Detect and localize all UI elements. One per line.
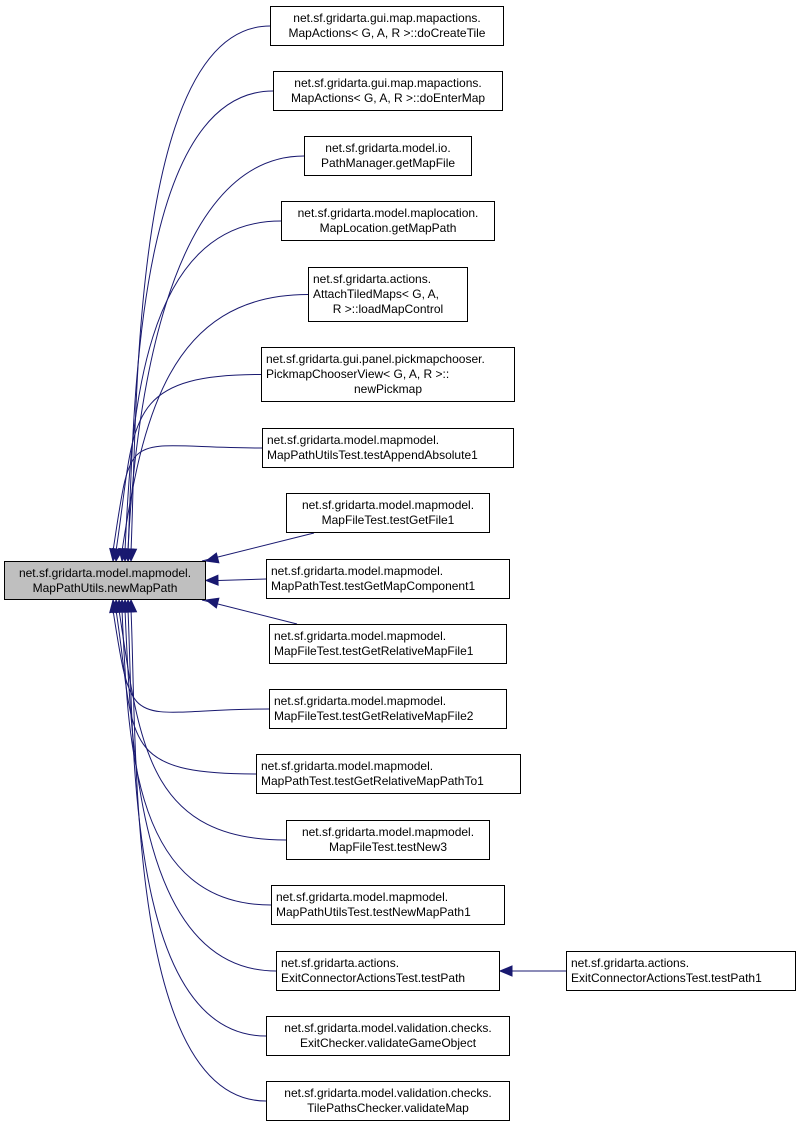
node-line: MapPathUtilsTest.testNewMapPath1 (276, 905, 471, 919)
edge-n5-to-focus (121, 294, 309, 552)
edge-n13-to-focus (118, 609, 287, 841)
caller-node-testPath1[interactable]: net.sf.gridarta.actions. ExitConnectorAc… (566, 951, 796, 991)
caller-node-validateGameObject[interactable]: net.sf.gridarta.model.validation.checks.… (266, 1016, 510, 1056)
node-line: MapPathTest.testGetRelativeMapPathTo1 (261, 774, 484, 788)
node-line: net.sf.gridarta.model.mapmodel. (301, 498, 475, 512)
node-line: net.sf.gridarta.model.mapmodel. (18, 565, 192, 580)
focus-node-newMapPath: net.sf.gridarta.model.mapmodel. MapPathU… (4, 561, 206, 600)
node-line: MapActions< G, A, R >::doEnterMap (290, 91, 486, 105)
node-line: PickmapChooserView< G, A, R >:: (266, 367, 450, 381)
edge-n7-to-focus (112, 445, 263, 552)
node-line: net.sf.gridarta.model.mapmodel. (261, 759, 434, 773)
node-line: ExitConnectorActionsTest.testPath (281, 971, 466, 985)
node-line: MapPathUtils.newMapPath (32, 580, 178, 595)
arrowhead-n7-to-focus (109, 547, 121, 563)
caller-node-testNew3[interactable]: net.sf.gridarta.model.mapmodel. MapFileT… (286, 820, 490, 860)
node-line: MapFileTest.testNew3 (328, 840, 448, 854)
node-line: net.sf.gridarta.actions. (313, 272, 432, 286)
edge-n8-to-focus (201, 532, 315, 562)
caller-node-testNewMapPath1[interactable]: net.sf.gridarta.model.mapmodel. MapPathU… (271, 885, 505, 925)
edge-n12-to-focus (115, 609, 257, 775)
node-line: PathManager.getMapFile (320, 156, 456, 170)
node-line: net.sf.gridarta.model.mapmodel. (274, 629, 447, 643)
node-line: MapPathTest.testGetMapComponent1 (271, 579, 476, 593)
node-line: MapLocation.getMapPath (319, 221, 457, 235)
node-line: net.sf.gridarta.model.validation.checks. (284, 1021, 492, 1035)
edge-n17-to-focus (130, 609, 267, 1102)
node-line: MapFileTest.testGetRelativeMapFile1 (274, 644, 474, 658)
edge-n1-to-focus (130, 25, 271, 552)
node-line: net.sf.gridarta.model.mapmodel. (274, 694, 447, 708)
edge-n9-to-focus (217, 578, 267, 581)
edge-n16-to-focus (127, 609, 267, 1037)
node-line: ExitConnectorActionsTest.testPath1 (571, 971, 762, 985)
arrowhead-n18-to-n15 (498, 965, 513, 977)
node-line: TilePathsChecker.validateMap (307, 1101, 469, 1115)
node-line: net.sf.gridarta.gui.map.mapactions. (293, 11, 481, 25)
node-line: R >::loadMapControl (332, 302, 444, 316)
edge-n15-to-focus (124, 609, 277, 972)
edge-n4-to-focus (124, 220, 282, 552)
arrowhead-n9-to-focus (204, 574, 219, 586)
node-line: net.sf.gridarta.actions. (571, 956, 690, 970)
node-line: ExitChecker.validateGameObject (299, 1036, 477, 1050)
caller-node-newPickmap[interactable]: net.sf.gridarta.gui.panel.pickmapchooser… (261, 347, 515, 402)
node-line: MapFileTest.testGetRelativeMapFile2 (274, 709, 474, 723)
arrowhead-n8-to-focus (204, 552, 220, 564)
arrowhead-n17-to-focus (125, 598, 138, 613)
caller-node-testGetMapComponent1[interactable]: net.sf.gridarta.model.mapmodel. MapPathT… (266, 559, 510, 599)
node-line: newPickmap (353, 382, 423, 396)
node-line: MapFileTest.testGetFile1 (321, 513, 455, 527)
edge-n2-to-focus (127, 90, 274, 552)
node-line: net.sf.gridarta.gui.panel.pickmapchooser… (266, 352, 485, 366)
node-line: AttachTiledMaps< G, A, (313, 287, 439, 301)
caller-node-testAppendAbsolute1[interactable]: net.sf.gridarta.model.mapmodel. MapPathU… (262, 428, 514, 468)
caller-node-testGetRelativeMapFile1[interactable]: net.sf.gridarta.model.mapmodel. MapFileT… (269, 624, 507, 664)
node-line: net.sf.gridarta.model.validation.checks. (284, 1086, 492, 1100)
node-line: net.sf.gridarta.model.mapmodel. (271, 564, 444, 578)
caller-node-testGetRelativeMapPathTo1[interactable]: net.sf.gridarta.model.mapmodel. MapPathT… (256, 754, 521, 794)
edge-n14-to-focus (121, 609, 272, 906)
edge-n6-to-focus (115, 374, 262, 552)
caller-node-getMapFile[interactable]: net.sf.gridarta.model.io. PathManager.ge… (304, 136, 472, 176)
node-line: net.sf.gridarta.actions. (281, 956, 400, 970)
edge-n11-to-focus (112, 609, 270, 713)
node-line: net.sf.gridarta.model.maplocation. (297, 206, 479, 220)
node-line: net.sf.gridarta.model.mapmodel. (276, 890, 449, 904)
caller-node-testGetFile1[interactable]: net.sf.gridarta.model.mapmodel. MapFileT… (286, 493, 490, 533)
caller-node-getMapPath[interactable]: net.sf.gridarta.model.maplocation. MapLo… (281, 201, 495, 241)
caller-node-loadMapControl[interactable]: net.sf.gridarta.actions. AttachTiledMaps… (308, 267, 468, 322)
node-line: net.sf.gridarta.model.mapmodel. (267, 433, 440, 447)
caller-node-testGetRelativeMapFile2[interactable]: net.sf.gridarta.model.mapmodel. MapFileT… (269, 689, 507, 729)
node-line: net.sf.gridarta.model.io. (325, 141, 451, 155)
caller-node-doCreateTile[interactable]: net.sf.gridarta.gui.map.mapactions. MapA… (270, 6, 504, 46)
caller-node-doEnterMap[interactable]: net.sf.gridarta.gui.map.mapactions. MapA… (273, 71, 503, 111)
node-line: net.sf.gridarta.gui.map.mapactions. (294, 76, 482, 90)
node-line: MapPathUtilsTest.testAppendAbsolute1 (267, 448, 478, 462)
node-line: MapActions< G, A, R >::doCreateTile (288, 26, 486, 40)
node-line: net.sf.gridarta.model.mapmodel. (301, 825, 475, 839)
caller-node-validateMap[interactable]: net.sf.gridarta.model.validation.checks.… (266, 1081, 510, 1121)
caller-node-testPath[interactable]: net.sf.gridarta.actions. ExitConnectorAc… (276, 951, 500, 991)
arrowhead-n10-to-focus (204, 597, 220, 609)
